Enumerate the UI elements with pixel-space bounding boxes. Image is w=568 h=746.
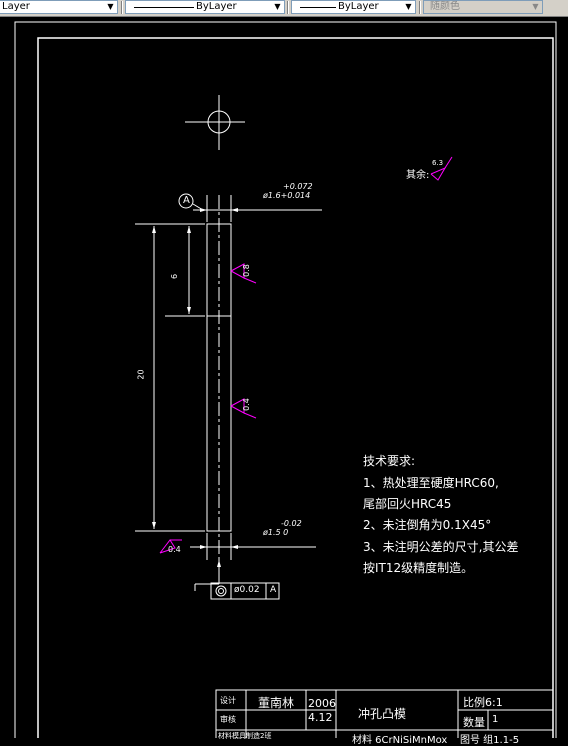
tb-review-label: 审核 xyxy=(220,715,236,724)
bottom-tolerance: -0.02 xyxy=(281,519,302,528)
sheet-outer-border xyxy=(14,21,557,738)
lineweight-dropdown-value: ByLayer xyxy=(338,1,379,12)
geo-datum-label: A xyxy=(270,585,277,595)
plotstyle-dropdown-value: 随颜色 xyxy=(430,1,460,12)
bottom-diameter: ø1.5 0 xyxy=(263,528,289,537)
toolbar-separator xyxy=(121,1,123,14)
top-diameter: ø1.6+0.014 xyxy=(263,191,311,200)
note-line: 按IT12级精度制造。 xyxy=(363,561,474,575)
note-line: 尾部回火HRC45 xyxy=(363,497,452,511)
tb-part-name: 冲孔凸模 xyxy=(358,707,407,721)
roughness-top-label: 0.8 xyxy=(241,264,251,277)
toolbar-separator xyxy=(287,1,289,14)
datum-circle xyxy=(178,193,194,209)
linetype-dropdown[interactable]: ByLayer ▼ xyxy=(125,0,285,14)
concentricity-icon xyxy=(215,585,227,597)
arrow-icon xyxy=(231,545,238,549)
toolbar-separator xyxy=(419,1,421,14)
roughness-symbol-top xyxy=(230,263,245,279)
note-line: 3、未注明公差的尺寸,其公差 xyxy=(363,540,519,554)
rest-label: 其余: xyxy=(406,170,430,181)
lineweight-sample xyxy=(300,7,336,8)
chevron-down-icon[interactable]: ▼ xyxy=(405,2,412,11)
tb-designer: 董南林 xyxy=(258,696,295,710)
layer-dropdown[interactable]: Layer ▼ xyxy=(0,0,118,14)
note-line: 1、热处理至硬度HRC60, xyxy=(363,476,499,490)
rest-roughness-label: 6.3 xyxy=(432,159,444,167)
arrow-icon xyxy=(152,226,156,233)
chevron-down-icon: ▼ xyxy=(532,2,539,11)
linetype-sample xyxy=(134,7,194,8)
layer-dropdown-value: Layer xyxy=(2,1,30,12)
arrow-icon xyxy=(152,522,156,529)
tb-date: 4.12 xyxy=(308,711,333,724)
tb-qty-label: 数量 xyxy=(463,716,485,729)
arrow-icon xyxy=(217,560,221,567)
tb-design-label: 设计 xyxy=(220,696,236,705)
datum-label: A xyxy=(183,195,190,206)
tb-material: 材料 6CrNiSiMnMox xyxy=(352,735,448,746)
drawing-canvas[interactable] xyxy=(0,16,568,738)
tb-class: 材料模具制造2班 xyxy=(218,732,272,740)
tb-drawing-no: 图号 组1.1-5 xyxy=(460,735,520,746)
properties-toolbar: Layer ▼ ByLayer ▼ ByLayer ▼ 随颜色 ▼ xyxy=(0,0,568,17)
tb-qty: 1 xyxy=(492,714,499,725)
tb-scale: 比例6:1 xyxy=(463,696,503,709)
note-line: 2、未注倒角为0.1X45° xyxy=(363,518,492,532)
arrow-icon xyxy=(200,208,207,212)
lineweight-dropdown[interactable]: ByLayer ▼ xyxy=(291,0,416,14)
geo-tolerance-value: ø0.02 xyxy=(234,585,260,595)
sheet-frame xyxy=(37,37,554,738)
arrow-icon xyxy=(187,226,191,233)
roughness-symbol-bottom xyxy=(159,539,176,554)
roughness-mid-label: 0.4 xyxy=(241,398,251,411)
title-block xyxy=(215,689,554,738)
roughness-symbol-rest xyxy=(430,166,447,181)
geo-tolerance-frame xyxy=(210,582,280,600)
notes-title: 技术要求: xyxy=(363,454,416,468)
chevron-down-icon[interactable]: ▼ xyxy=(274,2,281,11)
plotstyle-dropdown: 随颜色 ▼ xyxy=(423,0,543,14)
chevron-down-icon[interactable]: ▼ xyxy=(107,2,114,11)
roughness-bottom-label: 0.4 xyxy=(168,545,181,554)
linetype-dropdown-value: ByLayer xyxy=(196,1,237,12)
top-tolerance: +0.072 xyxy=(283,182,313,191)
dim-short-label: 6 xyxy=(170,273,180,280)
arrow-icon xyxy=(187,307,191,314)
arrow-icon xyxy=(231,208,238,212)
arrow-icon xyxy=(200,545,207,549)
tb-year: 2006 xyxy=(308,697,336,710)
dim-long-label: 20 xyxy=(136,369,146,380)
roughness-symbol-mid xyxy=(230,398,245,414)
